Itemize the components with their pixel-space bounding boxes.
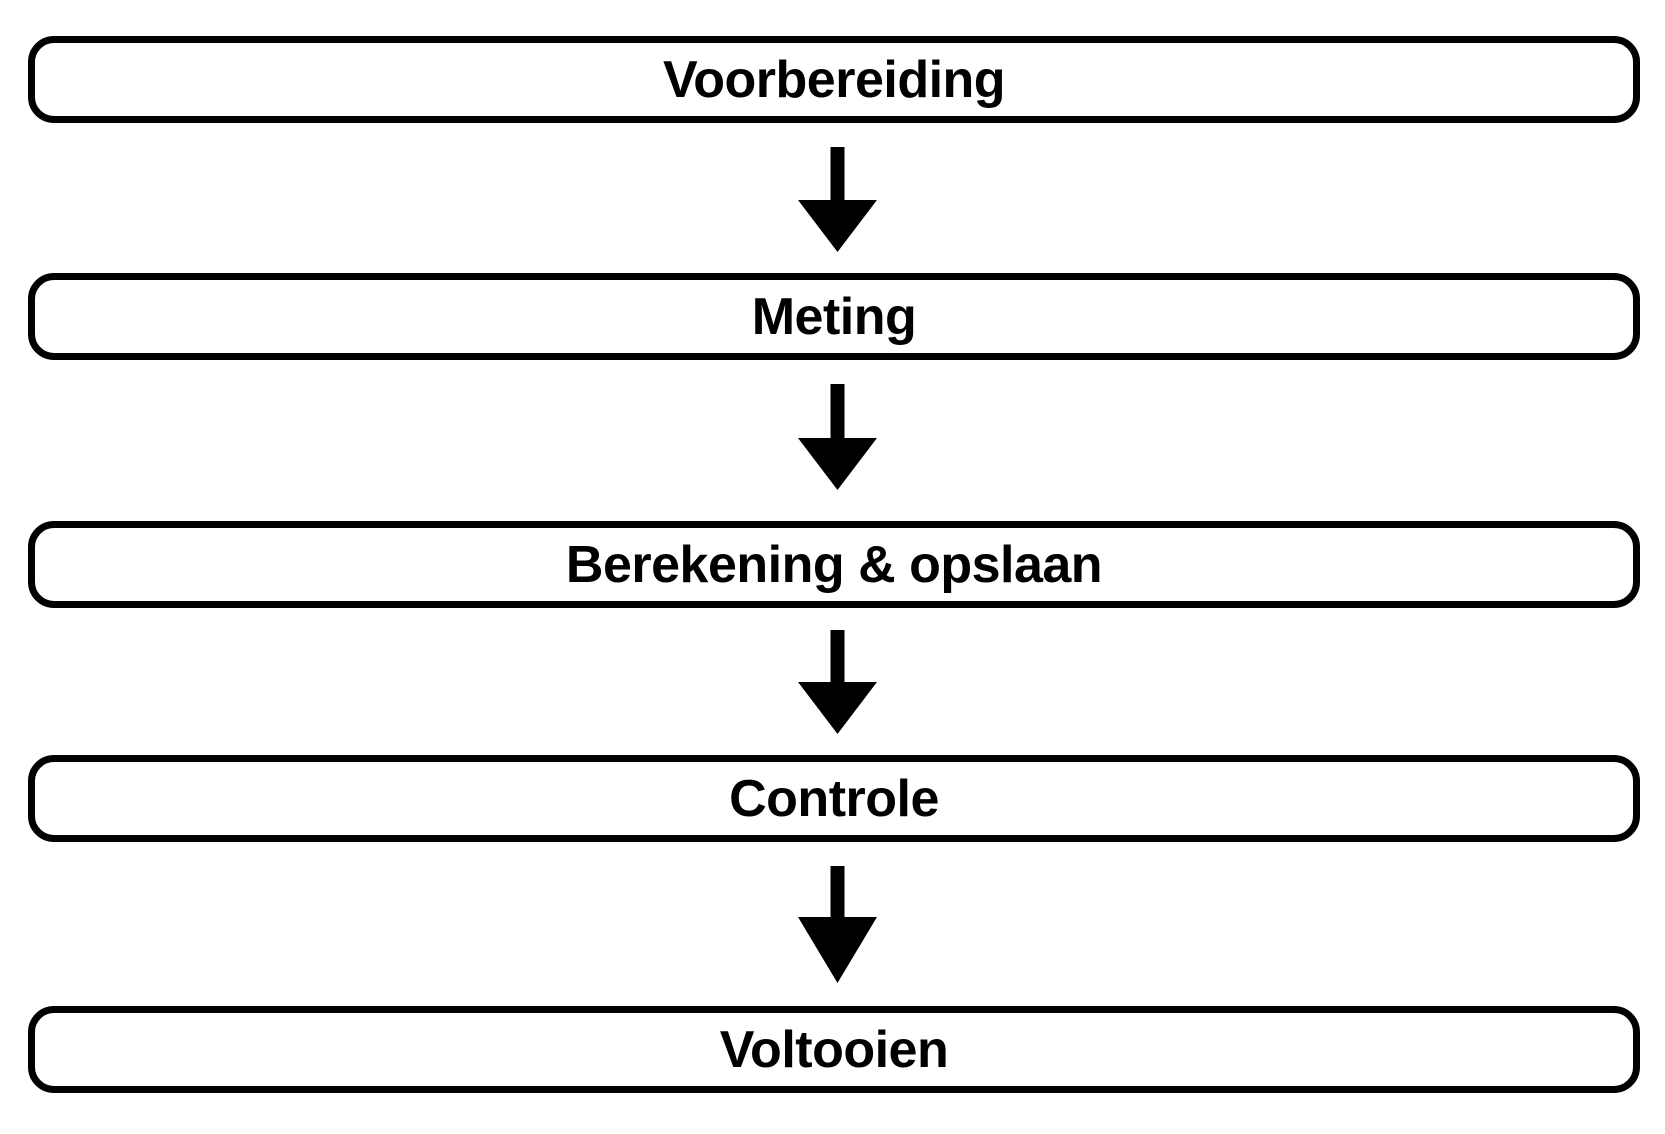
flow-node-controle[interactable]: Controle — [28, 755, 1640, 842]
flow-arrow-down-icon — [798, 147, 877, 252]
flow-node-label: Voltooien — [719, 1020, 949, 1079]
flow-arrow-down-icon — [798, 630, 877, 734]
flow-node-label: Voorbereiding — [662, 50, 1006, 109]
flow-node-meting[interactable]: Meting — [28, 273, 1640, 360]
flow-node-voltooien[interactable]: Voltooien — [28, 1006, 1640, 1093]
flow-node-voorbereiding[interactable]: Voorbereiding — [28, 36, 1640, 123]
flow-arrow-down-icon — [798, 384, 877, 490]
flow-node-label: Berekening & opslaan — [565, 535, 1103, 594]
flow-node-berekening-opslaan[interactable]: Berekening & opslaan — [28, 521, 1640, 608]
flow-node-label: Meting — [751, 287, 917, 346]
flow-node-label: Controle — [729, 769, 939, 828]
flow-arrow-down-icon — [798, 866, 877, 983]
